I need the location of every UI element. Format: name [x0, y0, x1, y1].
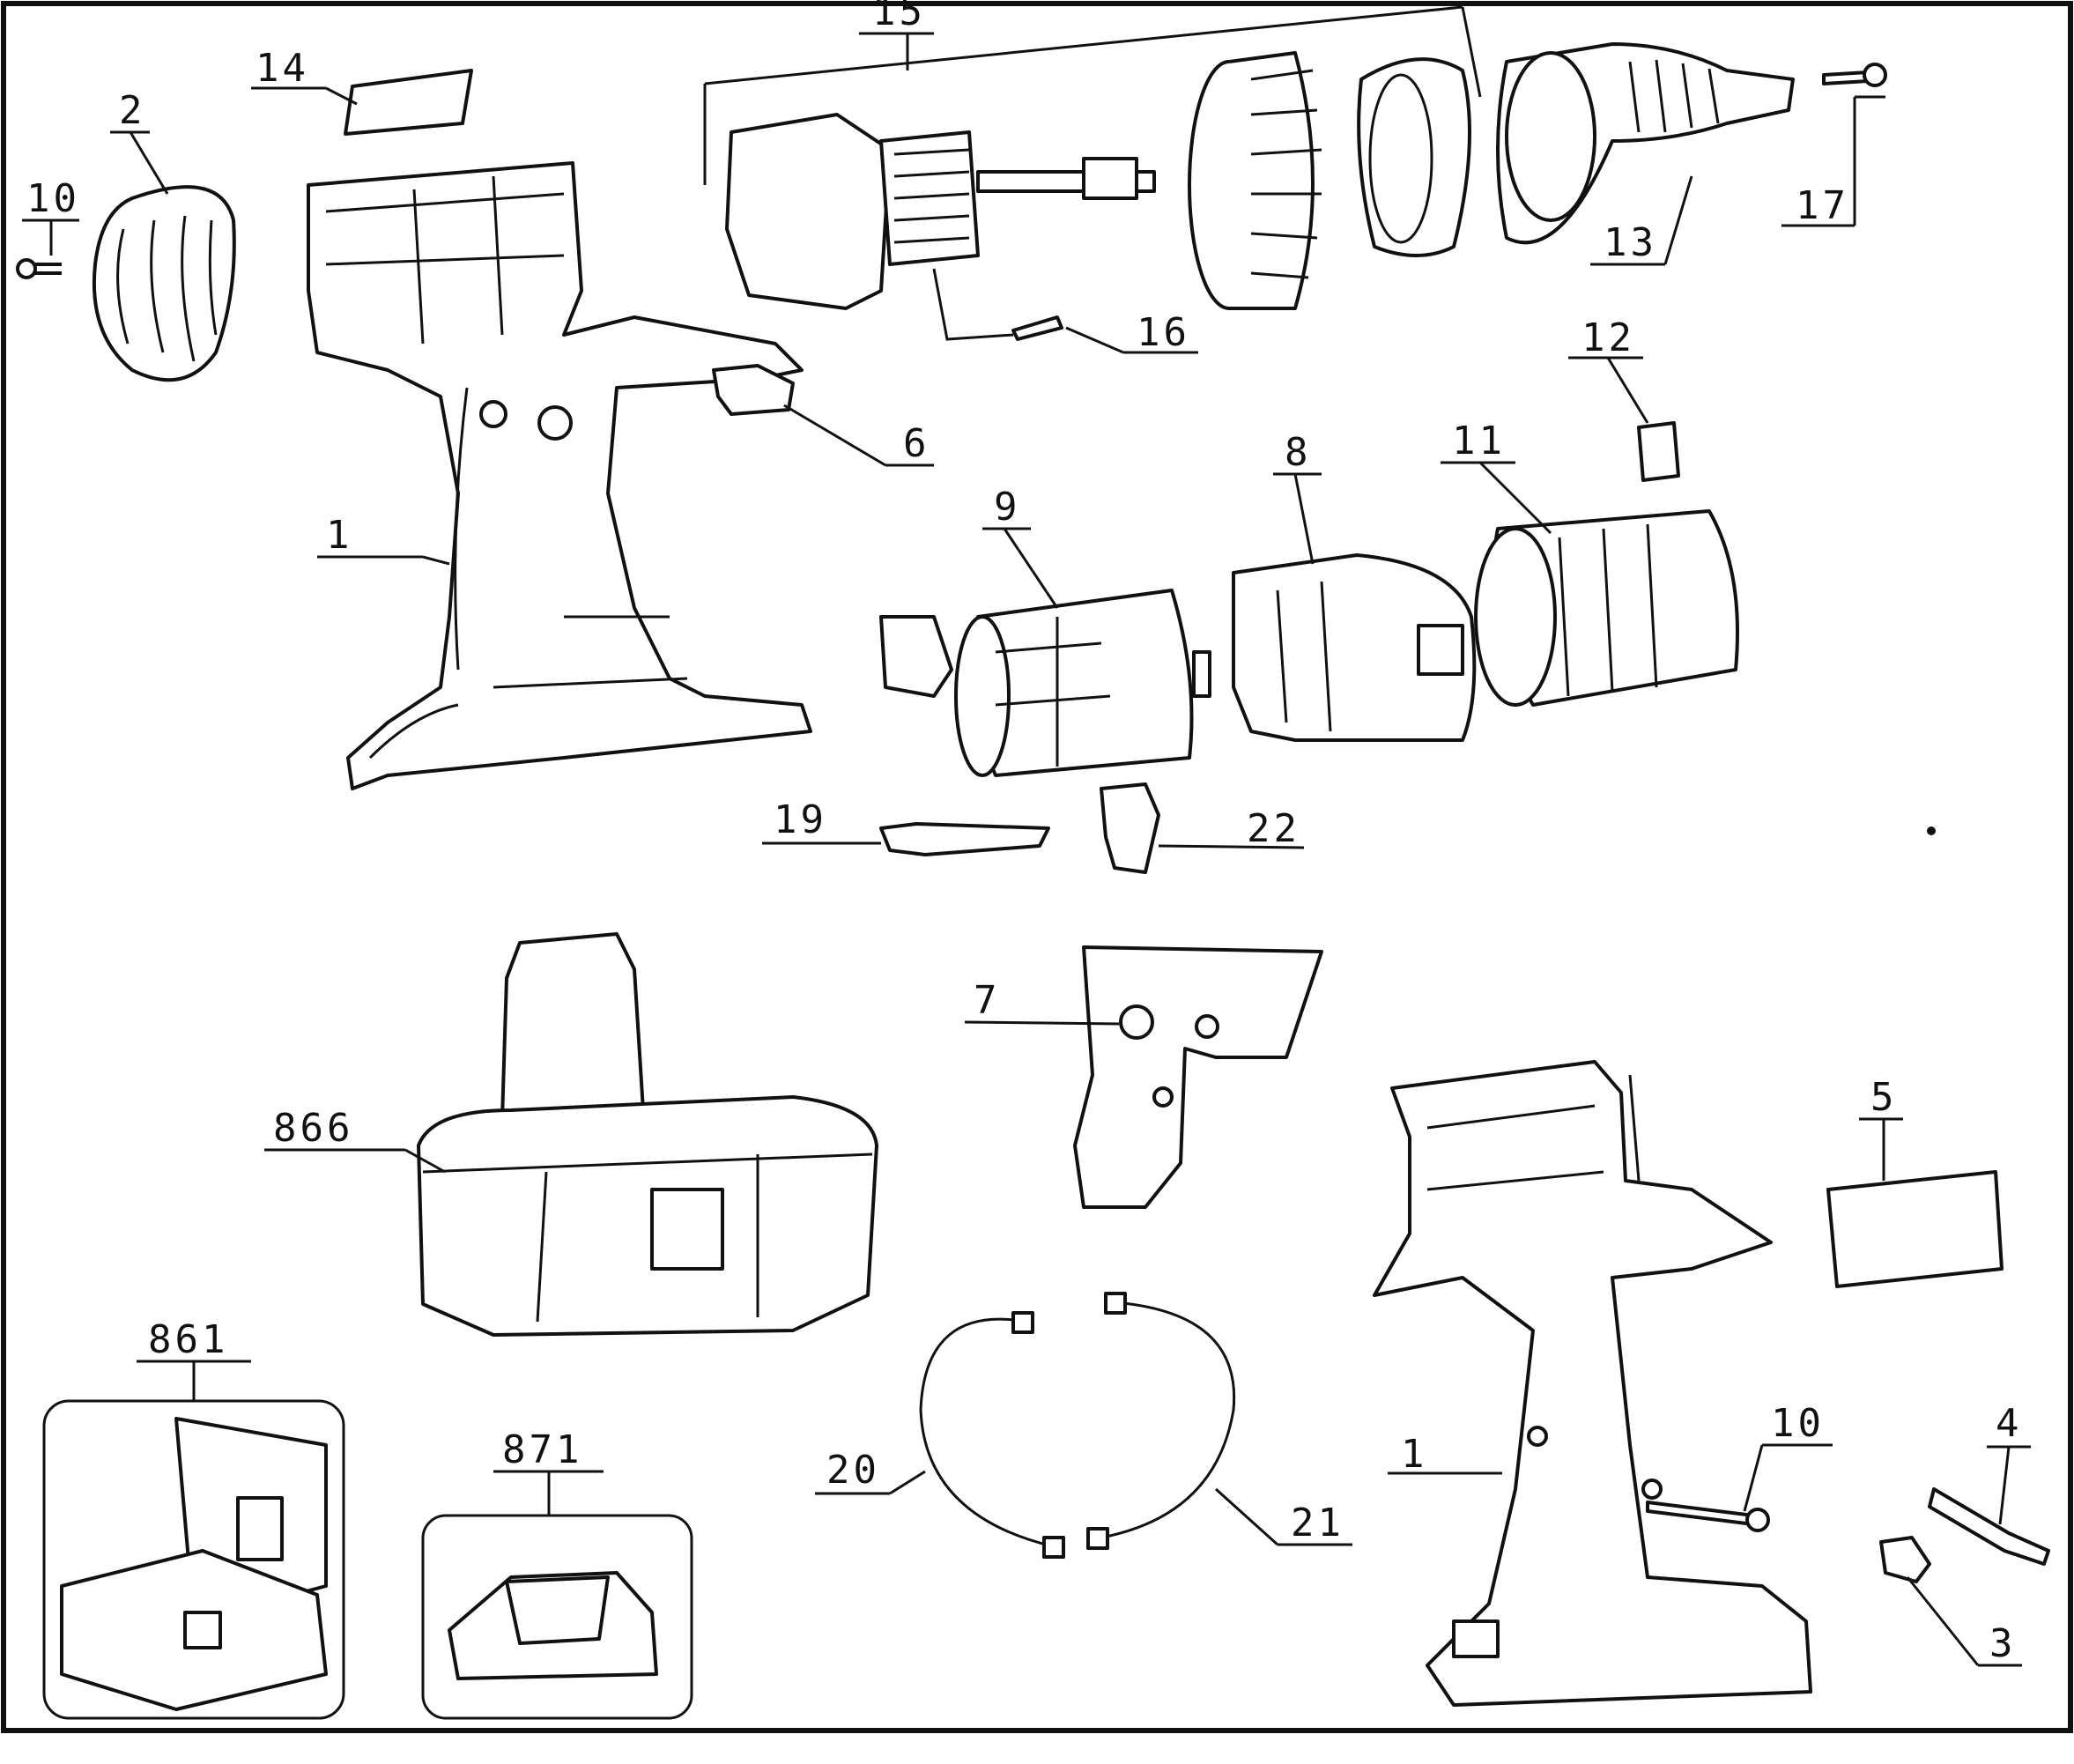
svg-text:871: 871 [502, 1427, 582, 1472]
part-9-motor[interactable] [954, 589, 1211, 777]
callout-3: 3 [1906, 1576, 2022, 1667]
svg-text:5: 5 [1870, 1075, 1898, 1120]
part-12-clip[interactable] [1637, 421, 1680, 482]
callout-4: 4 [1987, 1401, 2031, 1525]
callout-8: 8 [1273, 430, 1322, 565]
callout-6: 6 [783, 404, 934, 467]
part-6-switch-lever[interactable] [712, 364, 795, 416]
callout-1-top: 1 [317, 513, 450, 566]
callout-17: 17 [1781, 95, 1885, 228]
part-10-screw-top[interactable] [16, 258, 62, 279]
svg-text:8: 8 [1285, 430, 1312, 475]
part-16-screw[interactable] [1011, 315, 1063, 341]
callout-16: 16 [932, 268, 1198, 355]
callout-11: 11 [1441, 419, 1552, 535]
svg-text:2: 2 [119, 88, 146, 133]
callout-19: 19 [762, 797, 881, 845]
part-4-bit[interactable] [1928, 1487, 2050, 1566]
svg-text:7: 7 [974, 978, 1001, 1023]
part-15-ring-gear[interactable] [1188, 51, 1322, 310]
svg-text:21: 21 [1291, 1501, 1344, 1545]
part-3-belt-clip[interactable] [1879, 1536, 1931, 1583]
part-11-gear-housing[interactable] [1474, 509, 1739, 707]
part-15-transmission[interactable] [725, 113, 1156, 310]
svg-text:4: 4 [1996, 1401, 2023, 1446]
svg-text:15: 15 [872, 0, 926, 34]
part-21-wire[interactable] [1086, 1292, 1236, 1550]
part-20-wire[interactable] [919, 1311, 1065, 1559]
callout-20: 20 [815, 1448, 926, 1495]
svg-text:10: 10 [26, 176, 80, 221]
part-8-motor-cover[interactable] [1232, 553, 1477, 742]
part-7-switch[interactable] [1073, 945, 1323, 1209]
svg-text:16: 16 [1137, 310, 1190, 355]
part-19-contact[interactable] [879, 822, 1050, 856]
part-2-end-cap[interactable] [92, 185, 236, 382]
svg-text:1: 1 [326, 513, 353, 558]
callout-21: 21 [1214, 1487, 1352, 1546]
svg-text:19: 19 [774, 797, 827, 842]
svg-text:11: 11 [1452, 419, 1506, 463]
part-1-housing-right[interactable] [1373, 1060, 1812, 1707]
part-17-chuck-screw[interactable] [1822, 63, 1887, 87]
svg-text:3: 3 [1989, 1621, 2017, 1666]
callout-15: 15 [703, 0, 1482, 185]
callout-10-top: 10 [22, 176, 80, 256]
callout-5: 5 [1859, 1075, 1903, 1181]
part-5-nameplate[interactable] [1826, 1170, 2004, 1288]
callout-866: 866 [264, 1106, 446, 1174]
part-866-battery-pack[interactable] [417, 932, 878, 1337]
callout-12: 12 [1568, 315, 1649, 424]
svg-text:12: 12 [1581, 315, 1635, 360]
part-861-carry-case[interactable] [42, 1399, 345, 1720]
svg-text:17: 17 [1796, 183, 1849, 228]
svg-text:10: 10 [1771, 1401, 1825, 1446]
callout-10-bottom: 10 [1743, 1401, 1833, 1512]
callout-2: 2 [110, 88, 169, 195]
callout-871: 871 [493, 1427, 604, 1516]
svg-text:6: 6 [903, 421, 930, 466]
svg-text:1: 1 [1401, 1432, 1428, 1477]
callout-861: 861 [137, 1317, 251, 1401]
svg-text:20: 20 [826, 1448, 880, 1493]
part-9-motor-bracket[interactable] [879, 615, 953, 698]
svg-text:9: 9 [994, 485, 1021, 530]
part-1-housing-left[interactable] [307, 161, 812, 790]
svg-text:14: 14 [256, 46, 309, 91]
svg-text:13: 13 [1604, 220, 1657, 265]
callout-13: 13 [1590, 175, 1693, 266]
part-13-chuck[interactable] [1496, 42, 1795, 245]
part-14-label-plate[interactable] [344, 69, 473, 136]
callout-1-bottom: 1 [1388, 1432, 1502, 1477]
stray-mark [1927, 826, 1936, 835]
svg-text:861: 861 [148, 1317, 228, 1362]
part-871-charger[interactable] [421, 1514, 693, 1720]
callout-7: 7 [964, 978, 1120, 1026]
callout-14: 14 [251, 46, 358, 106]
part-15-sleeve[interactable] [1357, 57, 1471, 257]
svg-text:22: 22 [1247, 806, 1300, 851]
part-22-terminal[interactable] [1100, 782, 1160, 874]
part-10-screw-bottom[interactable] [1646, 1501, 1770, 1532]
callout-9: 9 [982, 485, 1059, 609]
callout-22: 22 [1158, 806, 1305, 851]
svg-text:866: 866 [273, 1106, 353, 1151]
